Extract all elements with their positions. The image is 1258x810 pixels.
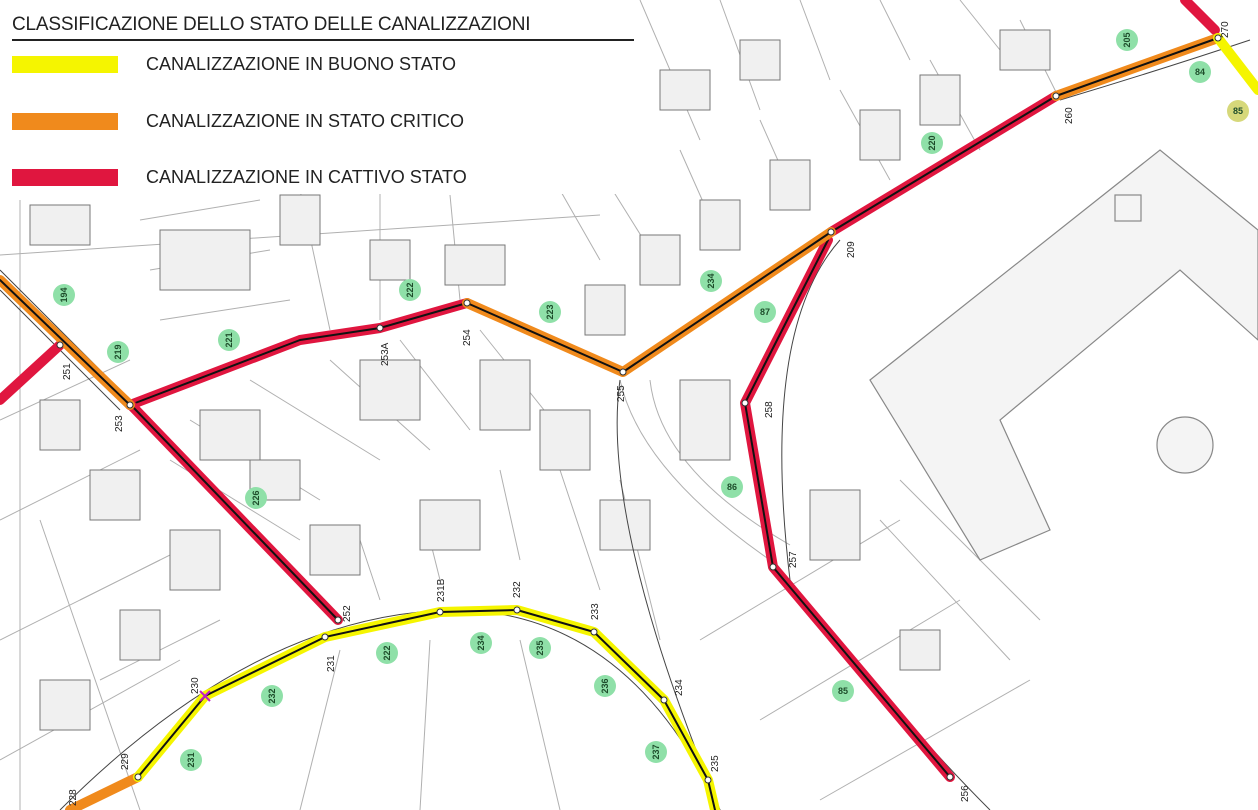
svg-text:205: 205	[1122, 32, 1132, 47]
segment-badge: 232	[261, 685, 283, 707]
svg-text:87: 87	[760, 307, 770, 317]
segment-badge: 221	[218, 329, 240, 351]
segment-badge: 87	[754, 301, 776, 323]
node-label: 229	[120, 753, 131, 770]
buildings	[29, 29, 1051, 731]
node-label: 258	[764, 401, 775, 418]
node-label: 256	[960, 785, 971, 802]
svg-text:219: 219	[113, 344, 123, 359]
node-label: 228	[68, 789, 79, 806]
segment-badge: 220	[921, 132, 943, 154]
node-marker-special	[199, 690, 211, 702]
svg-text:235: 235	[535, 640, 545, 655]
svg-text:231: 231	[186, 752, 196, 767]
svg-text:226: 226	[251, 490, 261, 505]
segment-badge: 222	[399, 279, 421, 301]
node-label: 231B	[436, 578, 447, 602]
segment-badge: 219	[107, 341, 129, 363]
legend-label-good: CANALIZZAZIONE IN BUONO STATO	[146, 54, 457, 74]
node-label: 235	[710, 755, 721, 772]
node-label: 255	[616, 385, 627, 402]
segment-badge: 234	[700, 270, 722, 292]
node-label: 270	[1220, 21, 1231, 38]
segment-badge: 235	[529, 637, 551, 659]
node-label: 251	[62, 363, 73, 380]
svg-text:85: 85	[1233, 106, 1243, 116]
legend-swatch-bad	[12, 169, 118, 186]
node-labels: 270 260 209 258 257 256 255 254 253A 253…	[62, 21, 1231, 806]
segment-badge: 194	[53, 284, 75, 306]
svg-text:222: 222	[382, 645, 392, 660]
segment-badge: 237	[645, 741, 667, 763]
svg-text:234: 234	[706, 273, 716, 288]
svg-text:222: 222	[405, 282, 415, 297]
large-building	[869, 149, 1258, 561]
segment-badge: 236	[594, 675, 616, 697]
node-label: 209	[846, 241, 857, 258]
svg-text:220: 220	[927, 135, 937, 150]
legend-label-bad: CANALIZZAZIONE IN CATTIVO STATO	[146, 167, 467, 187]
node-label: 252	[342, 605, 353, 622]
node-label: 253	[114, 415, 125, 432]
segment-badge: 85	[832, 680, 854, 702]
legend-title: CLASSIFICAZIONE DELLO STATO DELLE CANALI…	[12, 14, 634, 41]
segment-badge: 205	[1116, 29, 1138, 51]
svg-text:232: 232	[267, 688, 277, 703]
pipes-bad	[0, 0, 1220, 782]
svg-text:86: 86	[727, 482, 737, 492]
segment-badge: 226	[245, 487, 267, 509]
node-label: 254	[462, 329, 473, 346]
segment-badge: 86	[721, 476, 743, 498]
segment-badges: 205 84 85 220 234 223 222 221 219 194 87…	[53, 29, 1249, 771]
legend-label-critical: CANALIZZAZIONE IN STATO CRITICO	[146, 111, 465, 131]
node-label: 260	[1064, 107, 1075, 124]
map-legend: CLASSIFICAZIONE DELLO STATO DELLE CANALI…	[0, 0, 636, 194]
segment-badge: 234	[470, 632, 492, 654]
node-label: 253A	[380, 342, 391, 366]
node-label: 233	[590, 603, 601, 620]
svg-text:237: 237	[651, 744, 661, 759]
svg-text:85: 85	[838, 686, 848, 696]
node-label: 232	[512, 581, 523, 598]
segment-badge: 231	[180, 749, 202, 771]
segment-badge: 85	[1227, 100, 1249, 122]
svg-text:84: 84	[1195, 67, 1205, 77]
svg-text:194: 194	[59, 287, 69, 302]
svg-text:234: 234	[476, 635, 486, 650]
manhole-nodes	[56, 34, 1222, 784]
svg-text:236: 236	[600, 678, 610, 693]
node-label: 234	[674, 679, 685, 696]
svg-text:223: 223	[545, 304, 555, 319]
node-label: 257	[788, 551, 799, 568]
segment-badge: 222	[376, 642, 398, 664]
legend-swatch-critical	[12, 113, 118, 130]
segment-badge: 223	[539, 301, 561, 323]
segment-badge: 84	[1189, 61, 1211, 83]
svg-text:221: 221	[224, 332, 234, 347]
legend-swatch-good	[12, 56, 118, 73]
node-label: 231	[326, 655, 337, 672]
node-label: 230	[190, 677, 201, 694]
